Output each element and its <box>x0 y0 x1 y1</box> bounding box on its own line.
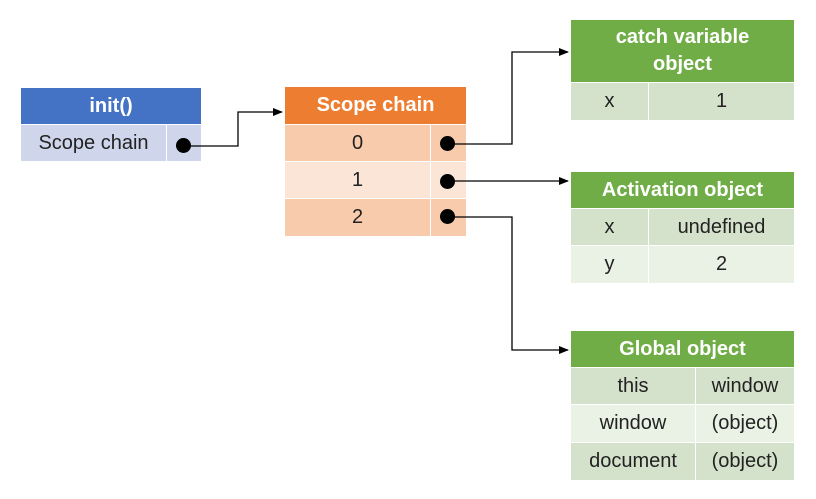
pointer-dot <box>440 136 455 151</box>
arrow-scope2-to-global-object <box>448 216 569 354</box>
scope-chain-index: 0 <box>285 125 430 161</box>
global-object-title: Global object <box>571 331 794 367</box>
init-scope-chain-label: Scope chain <box>21 125 166 161</box>
object-value-cell: 1 <box>649 83 794 120</box>
pointer-dot <box>440 209 455 224</box>
object-key-cell: y <box>571 246 648 283</box>
object-value-cell: undefined <box>649 209 794 245</box>
object-key-cell: this <box>571 368 695 404</box>
object-value-cell: (object) <box>696 443 794 480</box>
scope-chain-index: 1 <box>285 162 430 198</box>
object-value-cell: 2 <box>649 246 794 283</box>
object-key-cell: x <box>571 83 648 120</box>
arrow-scope0-to-catch-object <box>448 48 569 145</box>
pointer-dot <box>176 138 191 153</box>
object-key-cell: window <box>571 405 695 442</box>
object-value-cell: (object) <box>696 405 794 442</box>
arrow-init-to-scope-chain <box>184 108 283 147</box>
init-title: init() <box>21 88 201 124</box>
object-value-cell: window <box>696 368 794 404</box>
pointer-dot <box>440 174 455 189</box>
object-key-cell: document <box>571 443 695 480</box>
activation-object-title: Activation object <box>571 172 794 208</box>
scope-chain-title: Scope chain <box>285 87 466 124</box>
scope-chain-index: 2 <box>285 199 430 236</box>
object-key-cell: x <box>571 209 648 245</box>
catch-variable-object-title: catch variable object <box>571 20 794 82</box>
